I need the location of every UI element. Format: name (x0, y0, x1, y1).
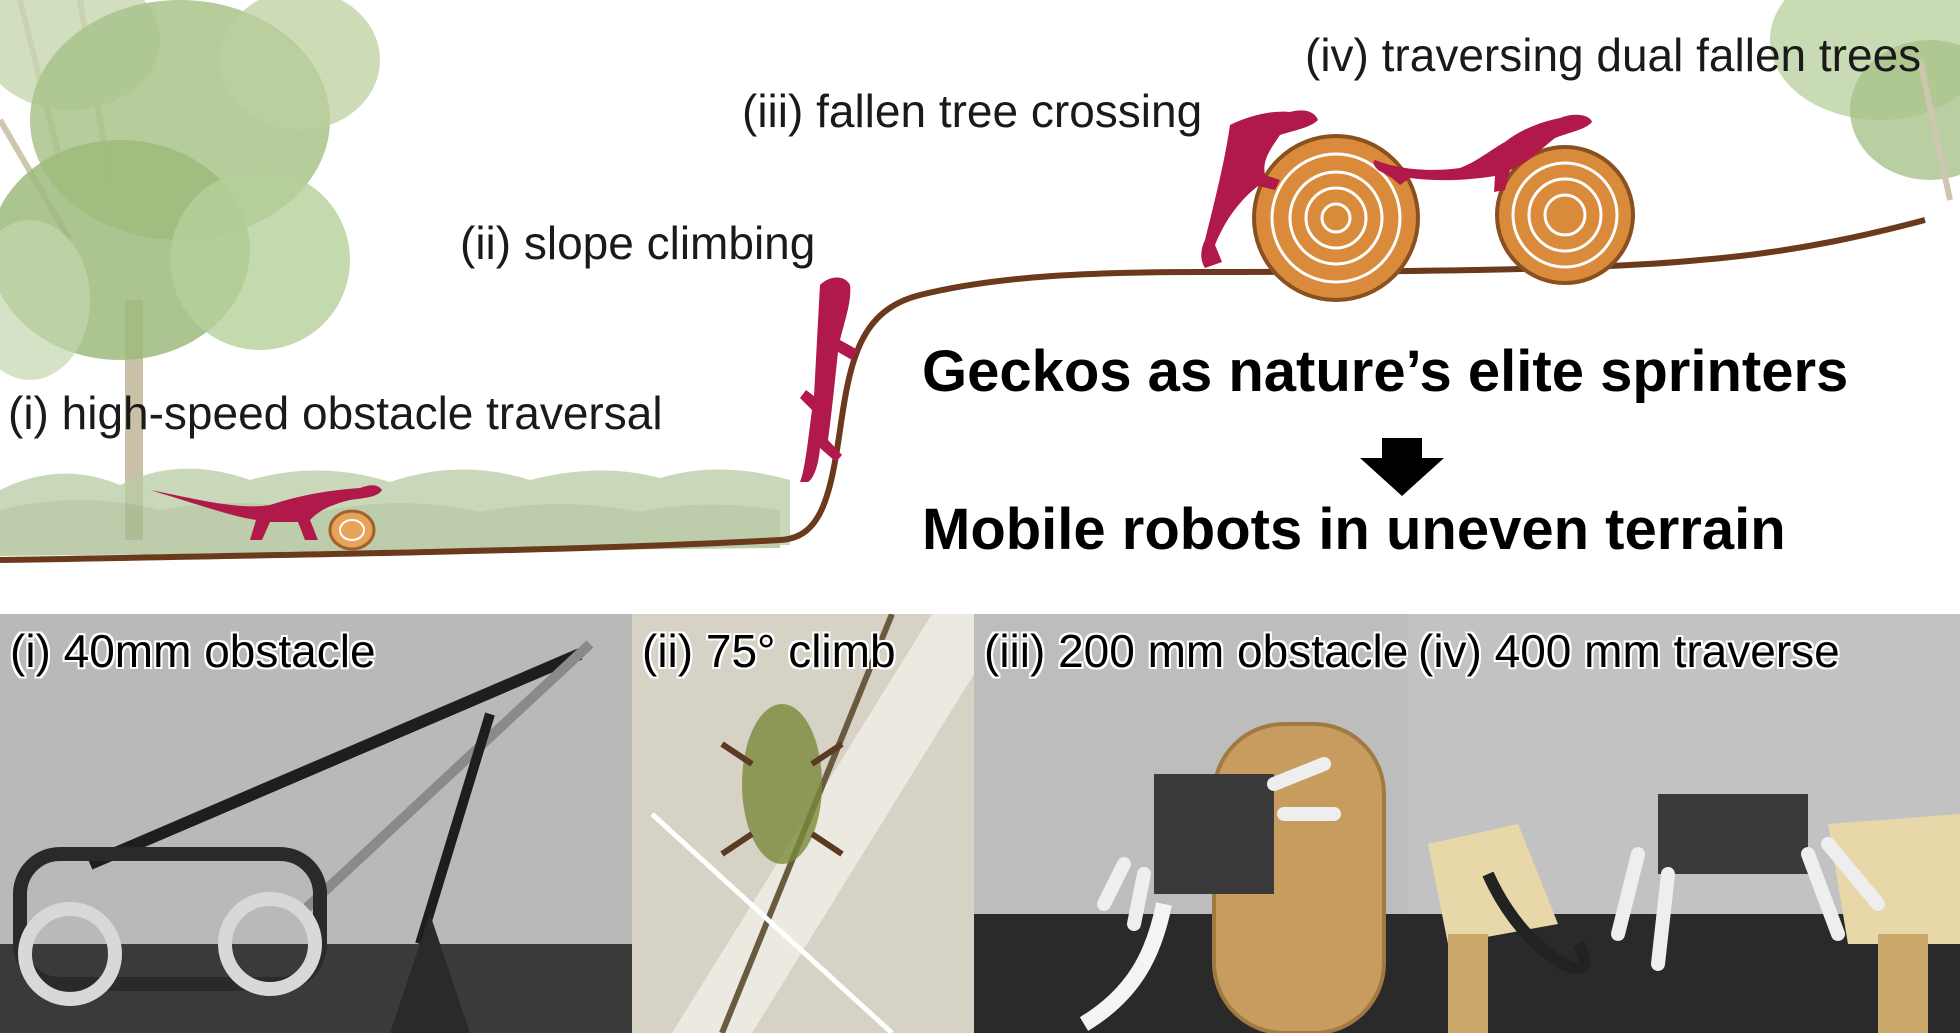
gecko-running (150, 485, 382, 540)
tree-left (0, 0, 380, 540)
terrain-illustration (0, 0, 1960, 563)
stage-label-slope: (ii) slope climbing (460, 217, 816, 269)
gecko-climbing (800, 277, 858, 482)
photo-label-200mm: (iii) 200 mm obstacle (984, 625, 1408, 677)
stage-label-fallen-tree: (iii) fallen tree crossing (742, 85, 1203, 137)
photo-label-obstacle: (i) 40mm obstacle (10, 625, 376, 677)
log-left (1252, 134, 1420, 302)
photo-panel-400mm: (iv) 400 mm traverse (1408, 614, 1960, 1033)
photo-label-400mm: (iv) 400 mm traverse (1418, 625, 1840, 677)
photo-panel-climb: (ii) 75° climb (632, 614, 974, 1033)
photo-panel-obstacle: (i) 40mm obstacle (0, 614, 632, 1033)
photo-label-climb: (ii) 75° climb (642, 625, 896, 677)
headline-robots: Mobile robots in uneven terrain (922, 497, 1786, 562)
tree-right (1770, 0, 1960, 201)
gecko-log-left (1201, 110, 1318, 268)
stage-label-obstacle: (i) high-speed obstacle traversal (8, 387, 663, 439)
gecko-bridging (1373, 114, 1592, 192)
log-right (1495, 145, 1635, 285)
stage-label-dual-trees: (iv) traversing dual fallen trees (1305, 29, 1922, 81)
photo-panel-200mm: (iii) 200 mm obstacle (974, 614, 1408, 1033)
headline-geckos: Geckos as nature’s elite sprinters (922, 339, 1849, 404)
ground-line (0, 217, 1926, 563)
undergrowth (0, 468, 790, 556)
small-log (328, 509, 376, 551)
